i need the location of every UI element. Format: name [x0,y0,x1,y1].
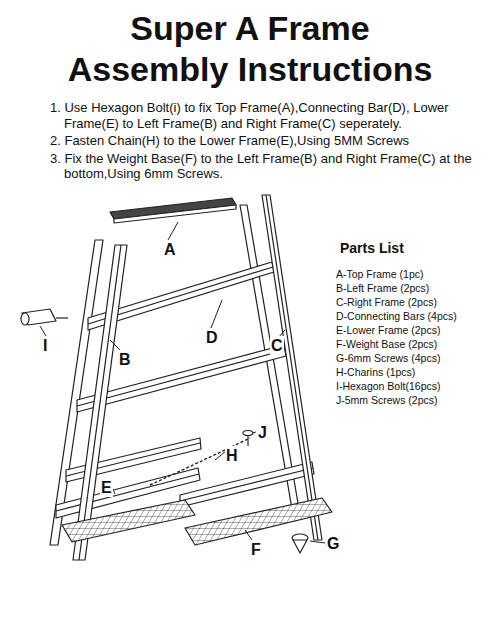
parts-list-item: G-6mm Screws (4pcs) [336,352,496,365]
callout-letter: B [118,350,132,369]
instruction-step: 2. Fasten Chain(H) to the Lower Frame(E)… [50,133,494,149]
left-frame [73,245,127,560]
callout-letter: H [225,446,239,465]
callout-letter: G [326,534,340,553]
weight-base [62,500,195,542]
lower-frame [180,462,314,507]
callout-letter: E [100,478,113,497]
right-frame [262,195,322,540]
callout-letter: C [270,336,284,355]
instruction-step: 1. Use Hexagon Bolt(i) to fix Top Frame(… [50,100,494,131]
page-title: Super A Frame Assembly Instructions [10,8,490,90]
callout-letter: A [163,240,177,259]
callout-letter: I [42,336,48,355]
leader-line [40,222,325,543]
parts-list-item: B-Left Frame (2pcs) [336,282,496,295]
weight-base [185,498,332,545]
screw [292,534,308,553]
parts-list-item: A-Top Frame (1pc) [336,268,496,281]
callout-letter: J [257,423,268,442]
parts-list-item: I-Hexagon Bolt(16pcs) [336,380,496,393]
parts-list-item: F-Weight Base (2pcs) [336,338,496,351]
top-frame [114,205,236,223]
parts-list-item: H-Charins (1pcs) [336,366,496,379]
parts-list-item: E-Lower Frame (2pcs) [336,324,496,337]
parts-list-item: C-Right Frame (2pcs) [336,296,496,309]
parts-list-heading: Parts List [340,240,490,257]
callout-letter: F [250,540,262,559]
hexagon-bolt [21,309,68,325]
parts-list-item: D-Connecting Bars (4pcs) [336,310,496,323]
chain [150,438,250,485]
callout-letter: D [205,328,219,347]
screw [243,431,253,447]
parts-list-item: J-5mm Screws (2pcs) [336,394,496,407]
instruction-step: 3. Fix the Weight Base(F) to the Left Fr… [50,151,484,182]
